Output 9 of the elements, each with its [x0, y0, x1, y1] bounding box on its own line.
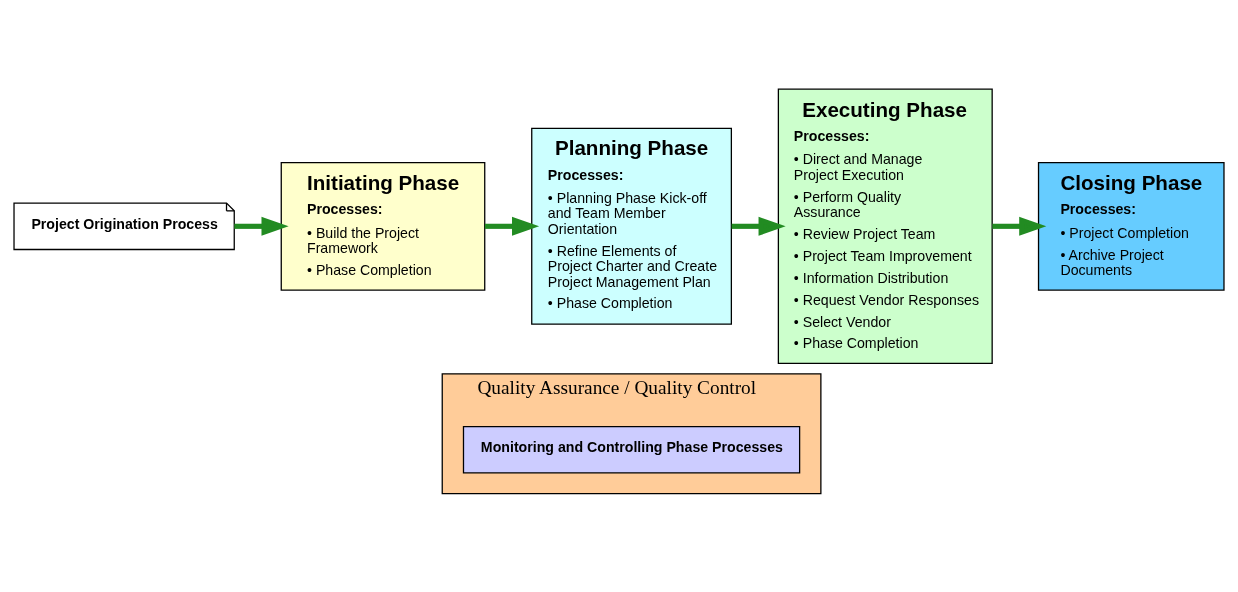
arrow: [992, 216, 1047, 236]
node-box: Monitoring and Controlling Phase Processes: [462, 425, 801, 474]
node-box: Executing Phase Processes: • Direct and Manage Project Execution • Perform Quality Assurance • Review Project Team • Project Team Improvement • Information Distribution • Request Vendor Responses • Select Vendor • Phase Completion: [777, 88, 993, 364]
arrow: [234, 216, 289, 236]
node-box: Closing Phase Processes: • Project Completion • Archive Project Documents: [1037, 161, 1225, 291]
arrow: [484, 216, 540, 236]
node-box: Planning Phase Processes: • Planning Phase Kick-off and Team Member Orientation • Refine Elements of Project Charter and Create Project Management Plan • Phase Completion: [531, 127, 732, 325]
node-box: Initiating Phase Processes: • Build the Project Framework • Phase Completion: [280, 161, 486, 291]
arrow: [731, 216, 786, 236]
